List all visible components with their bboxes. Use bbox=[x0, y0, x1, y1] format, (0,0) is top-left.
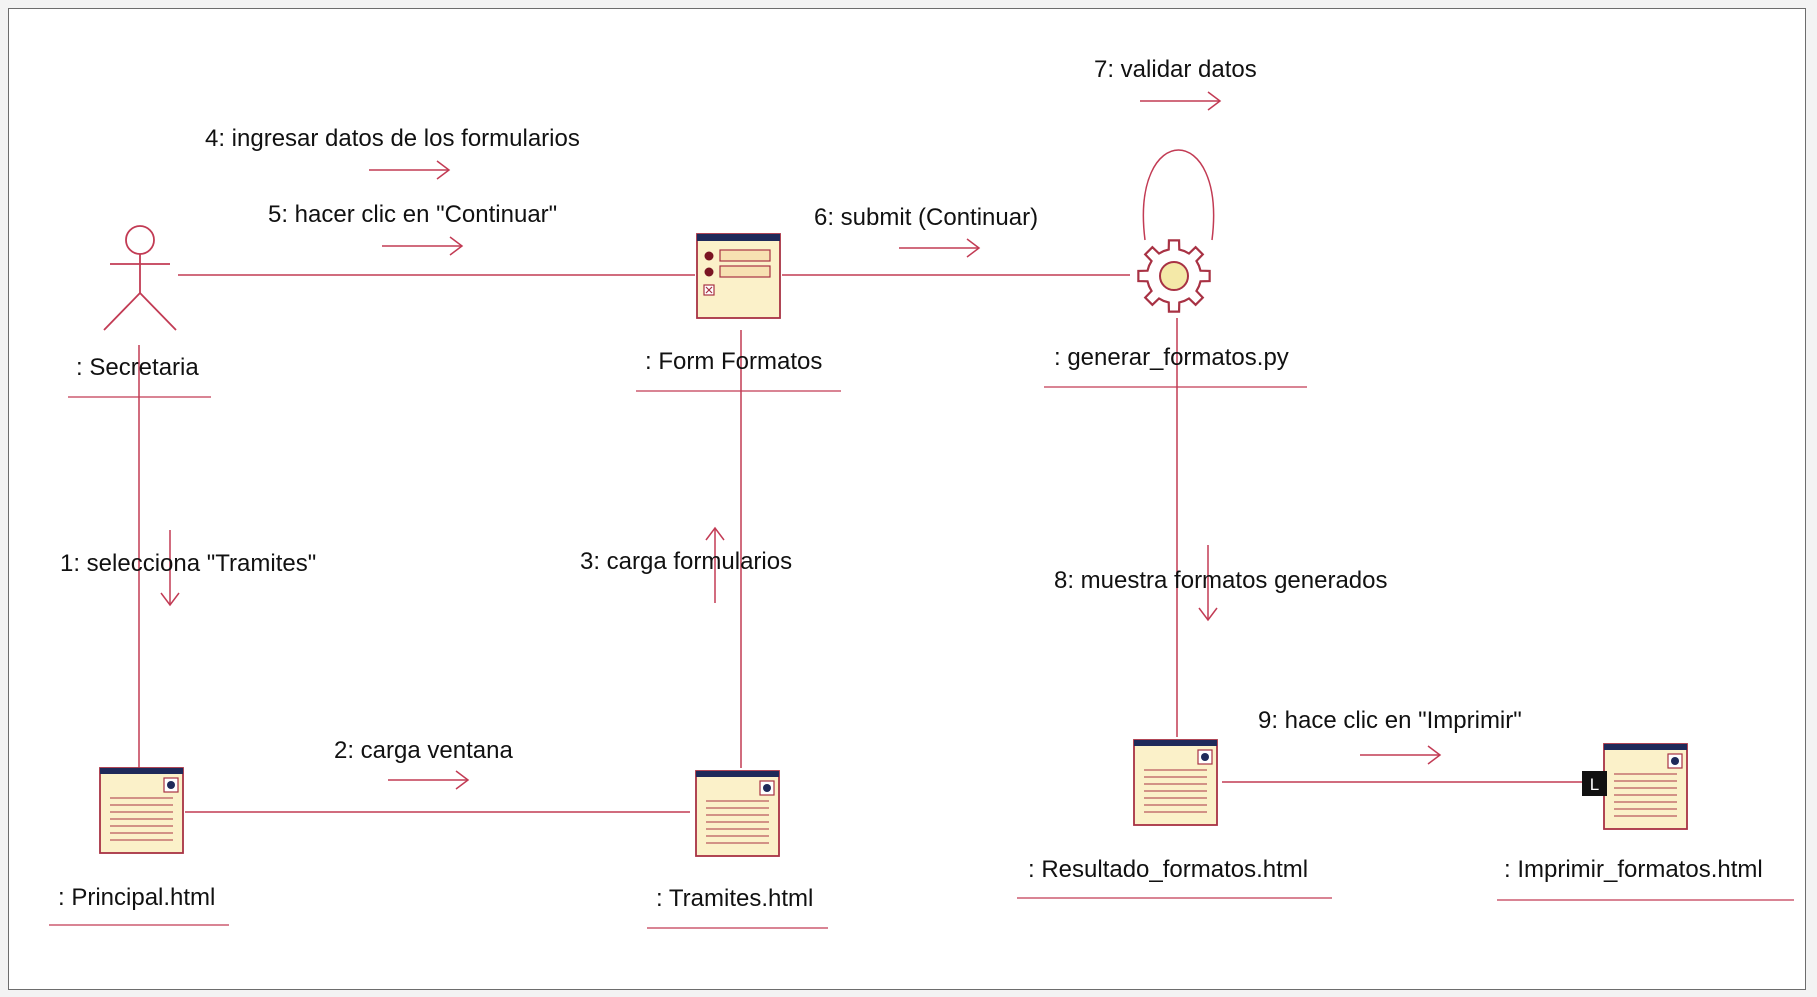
self-link-generar bbox=[1142, 149, 1215, 241]
links bbox=[138, 149, 1583, 813]
form-icon bbox=[696, 233, 781, 319]
message-label-m3: 3: carga formularios bbox=[580, 548, 792, 575]
message-label-m8: 8: muestra formatos generados bbox=[1054, 567, 1388, 594]
page-corner-dot bbox=[167, 781, 175, 789]
page-corner-dot bbox=[1201, 753, 1209, 761]
badge-text: L bbox=[1590, 775, 1599, 794]
page-titlebar bbox=[696, 771, 779, 777]
page-titlebar bbox=[1604, 744, 1687, 750]
object-label-form-formatos: : Form Formatos bbox=[645, 348, 822, 375]
message-label-m5: 5: hacer clic en "Continuar" bbox=[268, 201, 557, 228]
object-labels: : Secretaria : Form Formatos : generar_f… bbox=[49, 344, 1794, 929]
page-titlebar bbox=[1134, 740, 1217, 746]
actor-icon bbox=[103, 225, 177, 331]
message-label-m1: 1: selecciona "Tramites" bbox=[60, 550, 316, 577]
arrow-m5 bbox=[382, 236, 464, 256]
arrow-m8 bbox=[1198, 545, 1218, 622]
arrow-m6 bbox=[899, 238, 981, 258]
arrow-m3 bbox=[705, 526, 725, 603]
page-icon bbox=[1133, 739, 1218, 826]
message-label-m7: 7: validar datos bbox=[1094, 56, 1257, 83]
page-icon bbox=[695, 770, 780, 857]
object-label-principal: : Principal.html bbox=[58, 884, 215, 911]
arrow-m2 bbox=[388, 770, 470, 790]
page-titlebar bbox=[100, 768, 183, 774]
message-label-m9: 9: hace clic en "Imprimir" bbox=[1258, 707, 1522, 734]
message-arrows bbox=[160, 91, 1442, 790]
object-label-imprimir: : Imprimir_formatos.html bbox=[1504, 856, 1763, 883]
object-label-secretaria: : Secretaria bbox=[76, 354, 199, 381]
page-corner-dot bbox=[1671, 757, 1679, 765]
arrow-m4 bbox=[369, 160, 451, 180]
page-icon bbox=[1603, 743, 1688, 830]
message-label-m6: 6: submit (Continuar) bbox=[814, 204, 1038, 231]
link-badge: L bbox=[1582, 771, 1607, 796]
arrow-m7 bbox=[1140, 91, 1222, 111]
message-labels: 1: selecciona "Tramites" 2: carga ventan… bbox=[60, 56, 1522, 764]
page-icon bbox=[99, 767, 184, 854]
arrow-m9 bbox=[1360, 745, 1442, 765]
gear-icon bbox=[1137, 239, 1211, 313]
object-label-tramites: : Tramites.html bbox=[656, 885, 813, 912]
message-label-m2: 2: carga ventana bbox=[334, 737, 513, 764]
diagram-frame bbox=[8, 8, 1806, 990]
object-label-resultado: : Resultado_formatos.html bbox=[1028, 856, 1308, 883]
object-label-generar-formatos: : generar_formatos.py bbox=[1054, 344, 1289, 371]
arrow-m1 bbox=[160, 530, 180, 607]
message-label-m4: 4: ingresar datos de los formularios bbox=[205, 125, 580, 152]
page-corner-dot bbox=[763, 784, 771, 792]
